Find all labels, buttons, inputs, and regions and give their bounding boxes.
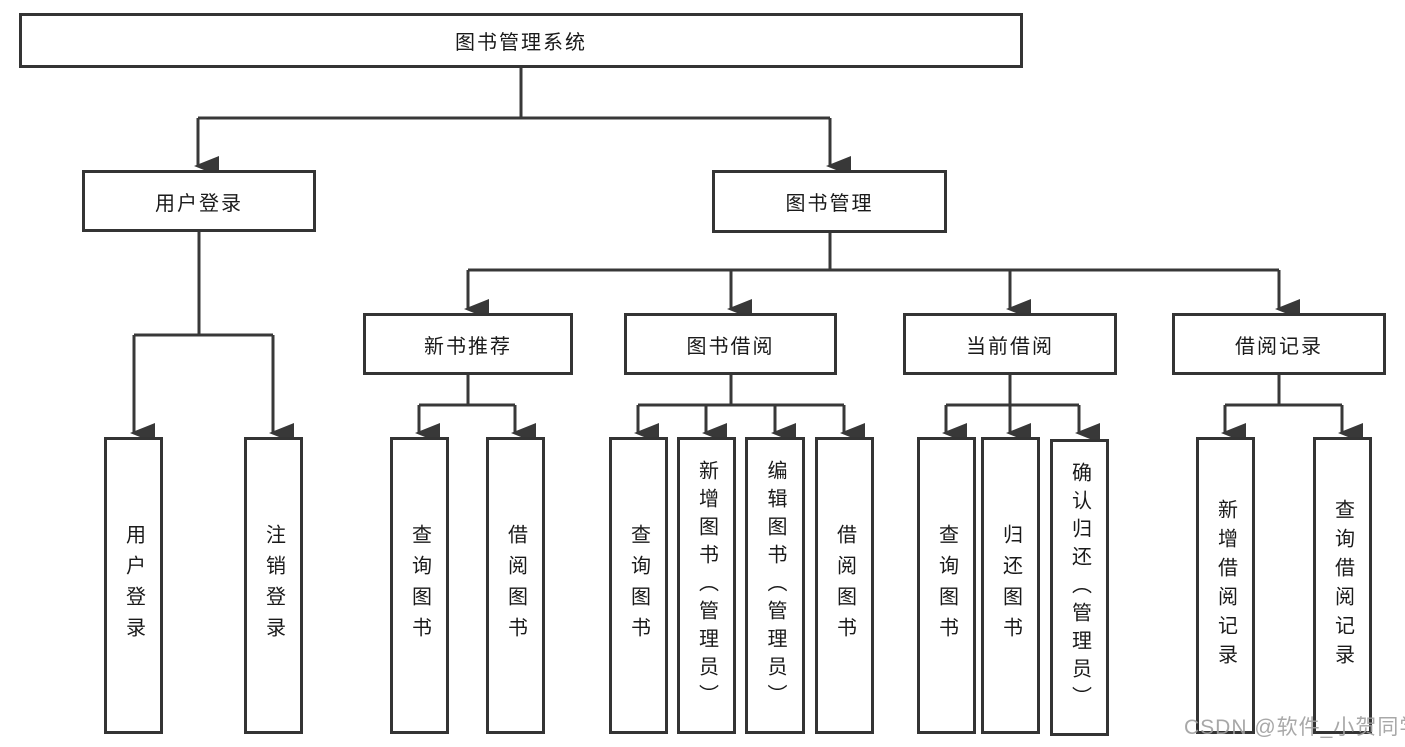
leaf-query-books-current: 查询图书	[917, 437, 976, 734]
node-borrow-records: 借阅记录	[1172, 313, 1386, 375]
csdn-watermark: CSDN @软件_小贺同学	[1184, 716, 1405, 739]
node-current-borrow-label: 当前借阅	[966, 335, 1054, 358]
leaf-add-books-admin: 新增图书（管理员）	[677, 437, 736, 734]
leaf-borrow-books: 借阅图书	[815, 437, 874, 734]
node-root-system: 图书管理系统	[19, 13, 1023, 68]
leaf-add-borrow-record: 新增借阅记录	[1196, 437, 1255, 734]
leaf-confirm-return-admin: 确认归还（管理员）	[1050, 439, 1109, 736]
leaf-add-books-admin-label: 新增图书（管理员）	[695, 459, 718, 712]
node-borrow-records-label: 借阅记录	[1235, 335, 1323, 358]
leaf-return-books: 归还图书	[981, 437, 1040, 734]
leaf-logout-label: 注销登录	[262, 523, 285, 648]
node-book-borrow: 图书借阅	[624, 313, 837, 375]
leaf-query-borrow-record-label: 查询借阅记录	[1331, 498, 1354, 673]
leaf-user-login: 用户登录	[104, 437, 163, 734]
leaf-query-books-recommend: 查询图书	[390, 437, 449, 734]
leaf-user-login-label: 用户登录	[122, 523, 145, 648]
leaf-borrow-books-label: 借阅图书	[833, 523, 856, 648]
node-new-book-recommend: 新书推荐	[363, 313, 573, 375]
leaf-query-books-borrow-label: 查询图书	[627, 523, 650, 648]
leaf-logout: 注销登录	[244, 437, 303, 734]
node-book-management-label: 图书管理	[785, 193, 874, 215]
node-root-label: 图书管理系统	[455, 32, 587, 54]
node-new-book-recommend-label: 新书推荐	[424, 335, 512, 358]
leaf-query-books-current-label: 查询图书	[935, 523, 958, 648]
leaf-confirm-return-admin-label: 确认归还（管理员）	[1068, 461, 1091, 714]
leaf-borrow-books-recommend: 借阅图书	[486, 437, 545, 734]
node-book-borrow-label: 图书借阅	[686, 335, 775, 358]
leaf-return-books-label: 归还图书	[999, 523, 1022, 648]
leaf-edit-books-admin-label: 编辑图书（管理员）	[764, 459, 786, 712]
node-user-login-label: 用户登录	[155, 192, 243, 215]
leaf-add-borrow-record-label: 新增借阅记录	[1214, 498, 1237, 673]
node-current-borrow: 当前借阅	[903, 313, 1117, 375]
leaf-borrow-books-recommend-label: 借阅图书	[504, 523, 527, 648]
node-book-management: 图书管理	[712, 170, 947, 233]
leaf-query-books-borrow: 查询图书	[609, 437, 668, 734]
node-user-login: 用户登录	[82, 170, 316, 232]
leaf-query-books-recommend-label: 查询图书	[408, 523, 431, 648]
leaf-edit-books-admin: 编辑图书（管理员）	[745, 437, 805, 734]
leaf-query-borrow-record: 查询借阅记录	[1313, 437, 1372, 734]
